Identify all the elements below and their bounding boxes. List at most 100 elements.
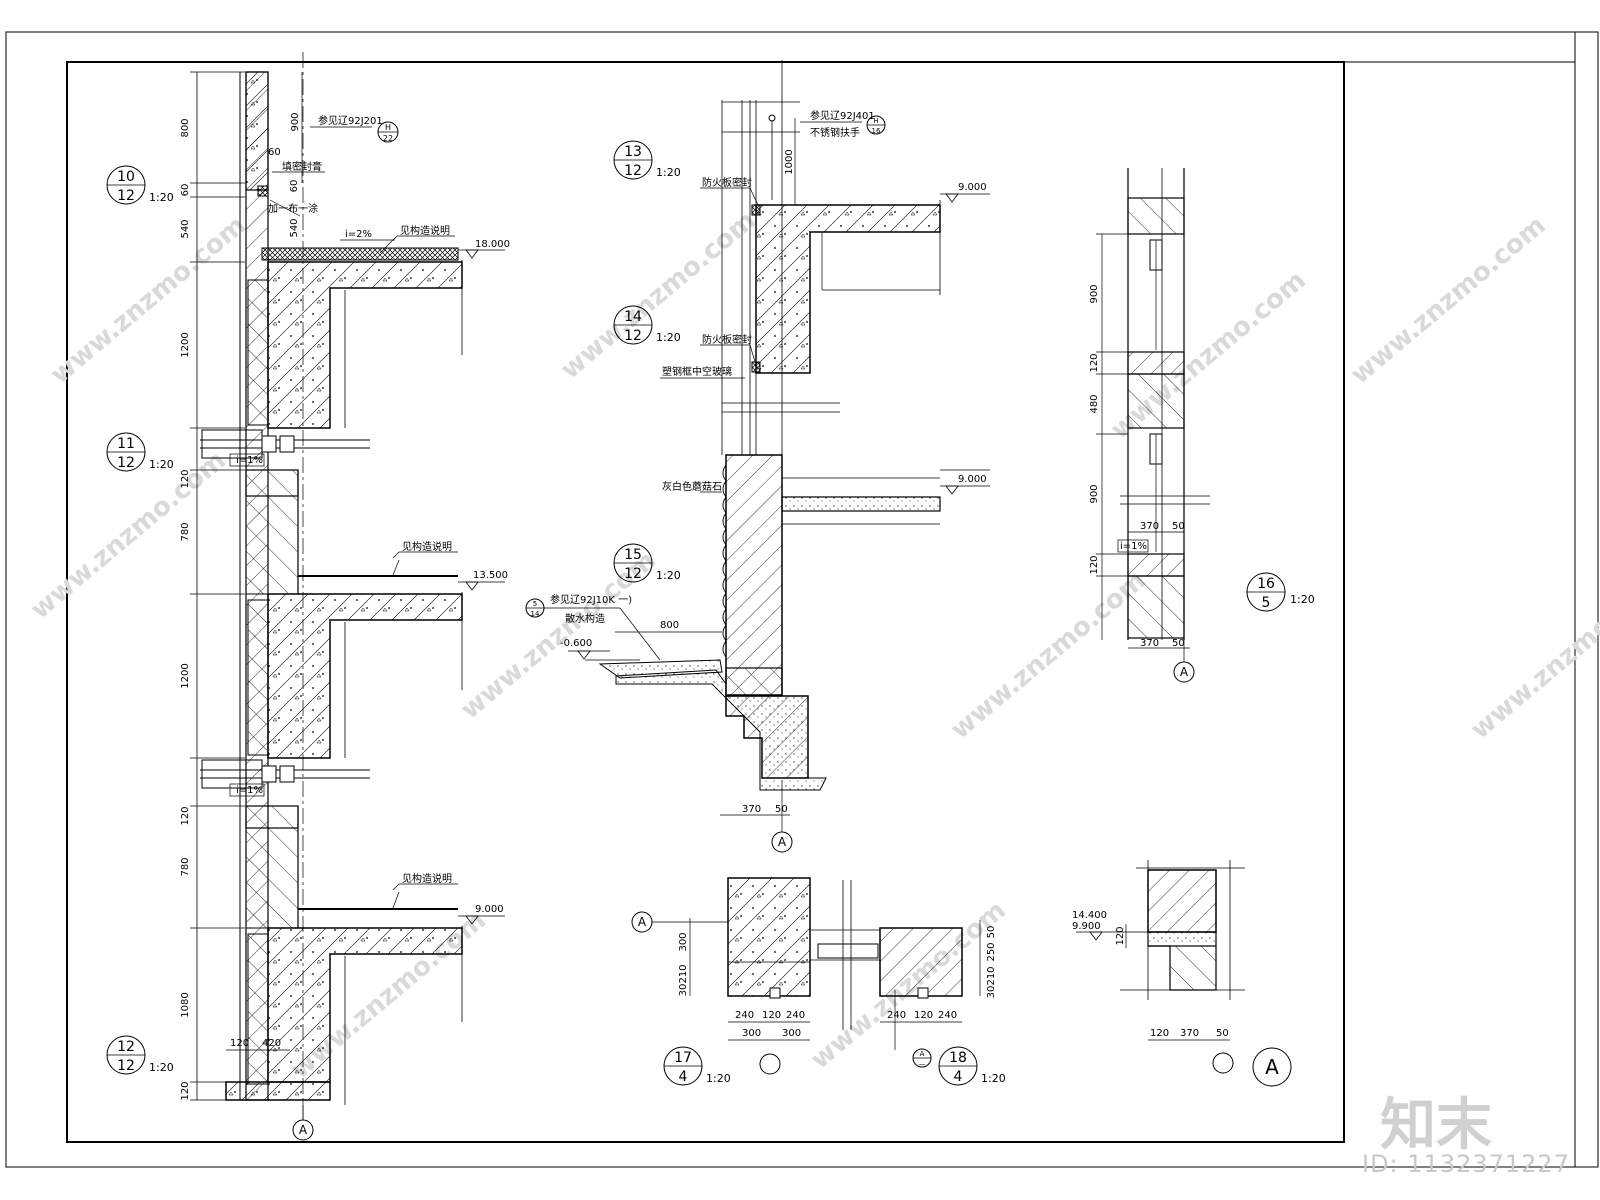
wall-section-left: 800 60 540 1200 120 780 1200 120 780 108…: [180, 52, 510, 1141]
column-details-bottom: A 300 30 210 240 120 240 300 300 50 250 …: [631, 860, 1292, 1087]
svg-text:4: 4: [954, 1069, 963, 1085]
svg-text:1:20: 1:20: [149, 1061, 174, 1074]
svg-text:50: 50: [775, 804, 788, 815]
svg-text:www.znzmo.com: www.znzmo.com: [1465, 565, 1600, 745]
svg-text:120: 120: [762, 1010, 781, 1021]
svg-text:12: 12: [117, 455, 135, 471]
detail-bubble-14: 14 12 1:20: [613, 305, 681, 345]
svg-text:www.znzmo.com: www.znzmo.com: [45, 210, 251, 390]
svg-text:14: 14: [531, 610, 540, 618]
svg-text:50: 50: [1172, 521, 1185, 532]
svg-text:填密封膏: 填密封膏: [282, 160, 322, 173]
svg-text:www.znzmo.com: www.znzmo.com: [25, 445, 231, 625]
svg-text:120: 120: [1089, 353, 1100, 372]
svg-text:60: 60: [289, 180, 300, 193]
svg-text:5: 5: [533, 600, 537, 608]
svg-text:120: 120: [230, 1038, 249, 1049]
brand-watermark: 知末: [1380, 1093, 1492, 1158]
svg-text:240: 240: [735, 1010, 754, 1021]
svg-text:370: 370: [1180, 1028, 1199, 1039]
svg-text:50: 50: [1216, 1028, 1229, 1039]
svg-text:780: 780: [180, 857, 191, 876]
svg-text:A: A: [920, 1050, 925, 1058]
svg-text:A: A: [1180, 665, 1189, 679]
svg-text:i=2%: i=2%: [345, 229, 372, 240]
svg-text:16: 16: [1257, 576, 1275, 592]
svg-text:120: 120: [1150, 1028, 1169, 1039]
svg-text:见构造说明: 见构造说明: [402, 540, 452, 553]
wall-section-middle: 1000 参见辽92J401 H 16 不锈钢扶手 防火板密封 防火板密封 塑钢…: [525, 60, 990, 853]
svg-text:1200: 1200: [180, 663, 191, 688]
svg-text:240: 240: [786, 1010, 805, 1021]
svg-text:800: 800: [180, 118, 191, 137]
detail-bubble-13: 13 12 1:20: [613, 140, 681, 180]
svg-text:240: 240: [938, 1010, 957, 1021]
svg-text:370: 370: [1140, 521, 1159, 532]
svg-text:1:20: 1:20: [149, 458, 174, 471]
svg-text:1:20: 1:20: [656, 569, 681, 582]
svg-text:1200: 1200: [180, 332, 191, 357]
svg-text:5: 5: [1262, 595, 1271, 611]
svg-text:H: H: [385, 123, 391, 132]
svg-text:120: 120: [1089, 555, 1100, 574]
wall-section-right: 900 120 480 900 120 370 50 i=1% 370 50 A: [1089, 168, 1210, 683]
svg-text:60: 60: [180, 184, 191, 197]
svg-text:900: 900: [1089, 284, 1100, 303]
svg-text:210: 210: [986, 966, 997, 985]
svg-text:60: 60: [268, 147, 281, 158]
svg-text:12: 12: [117, 1058, 135, 1074]
svg-text:9.900: 9.900: [1072, 921, 1101, 932]
svg-text:15: 15: [624, 547, 642, 563]
svg-text:9.000: 9.000: [958, 182, 987, 193]
svg-text:780: 780: [180, 522, 191, 541]
svg-text:120: 120: [914, 1010, 933, 1021]
svg-text:370: 370: [1140, 638, 1159, 649]
svg-text:见构造说明: 见构造说明: [402, 872, 452, 885]
svg-text:540: 540: [289, 218, 300, 237]
svg-text:17: 17: [674, 1050, 692, 1066]
image-id-watermark: ID: 1132371227: [1362, 1150, 1570, 1178]
svg-text:1080: 1080: [180, 992, 191, 1017]
svg-text:www.znzmo.com: www.znzmo.com: [555, 205, 761, 385]
svg-text:1:20: 1:20: [981, 1072, 1006, 1085]
svg-text:30: 30: [986, 986, 997, 999]
svg-text:250: 250: [986, 942, 997, 961]
svg-text:540: 540: [180, 219, 191, 238]
svg-text:1:20: 1:20: [1290, 593, 1315, 606]
svg-text:900: 900: [1089, 484, 1100, 503]
svg-text:塑钢框中空玻璃: 塑钢框中空玻璃: [662, 365, 732, 378]
svg-text:240: 240: [887, 1010, 906, 1021]
svg-text:11: 11: [117, 436, 135, 452]
svg-text:12: 12: [117, 1039, 135, 1055]
svg-text:12: 12: [624, 328, 642, 344]
svg-text:H: H: [873, 117, 878, 125]
svg-text:不锈钢扶手: 不锈钢扶手: [810, 126, 860, 139]
svg-text:370: 370: [742, 804, 761, 815]
svg-text:i=1%: i=1%: [236, 785, 263, 796]
svg-text:18: 18: [949, 1050, 967, 1066]
svg-text:14: 14: [624, 309, 642, 325]
detail-bubble-15: 15 12 1:20: [613, 543, 681, 583]
svg-text:120: 120: [180, 806, 191, 825]
svg-text:1:20: 1:20: [149, 191, 174, 204]
svg-text:1:20: 1:20: [706, 1072, 731, 1085]
svg-text:50: 50: [986, 926, 997, 939]
svg-text:210: 210: [678, 964, 689, 983]
svg-text:12: 12: [624, 566, 642, 582]
svg-text:30: 30: [678, 984, 689, 997]
detail-bubble-16: 16 5 1:20: [1246, 572, 1315, 612]
svg-text:www.znzmo.com: www.znzmo.com: [1345, 210, 1551, 390]
svg-text:9.000: 9.000: [958, 474, 987, 485]
svg-text:防火板密封: 防火板密封: [702, 333, 752, 346]
svg-text:14.400: 14.400: [1072, 910, 1107, 921]
svg-text:120: 120: [180, 469, 191, 488]
svg-text:120: 120: [1115, 926, 1126, 945]
detail-bubble-10: 10 12 1:20: [106, 165, 174, 205]
svg-text:4: 4: [679, 1069, 688, 1085]
svg-text:12: 12: [117, 188, 135, 204]
svg-text:A: A: [1265, 1055, 1279, 1079]
svg-text:i=1%: i=1%: [236, 455, 263, 466]
svg-text:480: 480: [1089, 394, 1100, 413]
svg-text:12: 12: [624, 163, 642, 179]
